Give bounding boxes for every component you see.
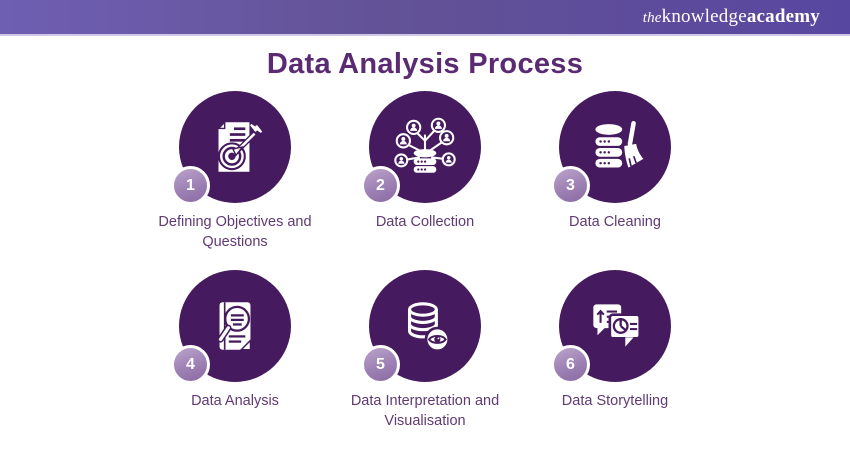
step-number-badge: 1 (171, 166, 210, 205)
step-label: Defining Objectives and Questions (158, 214, 312, 250)
coins-eye-icon (392, 293, 458, 359)
step-number-badge: 3 (551, 166, 590, 205)
header-bar: theknowledgeacademy (0, 0, 850, 36)
logo-academy: academy (746, 6, 820, 27)
step-data-collection: 2 Data Collection (330, 91, 520, 252)
step-label: Data Analysis (191, 393, 279, 409)
speech-bubbles-chart-icon (582, 293, 648, 359)
step-data-storytelling: 6 Data Storytelling (520, 270, 710, 431)
page-title: Data Analysis Process (266, 48, 584, 80)
step-number-badge: 4 (171, 345, 210, 384)
step-label: Data Cleaning (569, 214, 661, 230)
process-steps-grid: 1 Defining Objectives and Questions (140, 91, 710, 431)
step-circle (369, 91, 481, 203)
step-data-interpretation: 5 Data Interpretation and Visualisation (330, 270, 520, 431)
knowledge-academy-logo: theknowledgeacademy (643, 6, 820, 28)
step-label: Data Collection (375, 214, 475, 230)
document-target-icon (202, 114, 268, 180)
step-number-badge: 5 (361, 345, 400, 384)
step-data-analysis: 4 Data Analysis (140, 270, 330, 431)
logo-knowledge: knowledge (661, 6, 747, 27)
database-network-icon (392, 114, 458, 180)
document-magnifier-icon (202, 293, 268, 359)
logo-the: the (642, 10, 662, 26)
step-number-badge: 2 (361, 166, 400, 205)
step-data-cleaning: 3 Data Cleaning (520, 91, 710, 252)
database-broom-icon (582, 114, 648, 180)
step-label: Data Storytelling (561, 393, 669, 409)
step-defining-objectives: 1 Defining Objectives and Questions (140, 91, 330, 252)
step-label: Data Interpretation and Visualisation (350, 393, 500, 429)
step-number-badge: 6 (551, 345, 590, 384)
